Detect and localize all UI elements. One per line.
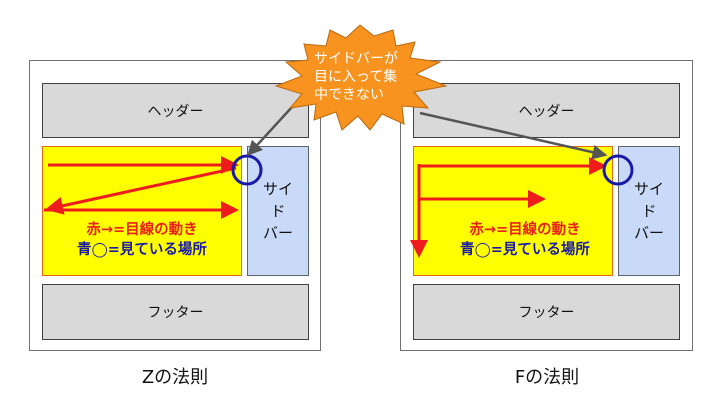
z-footer-block: フッター <box>42 284 309 340</box>
callout-arrow-left <box>247 106 293 156</box>
callout-arrow-right <box>419 111 608 160</box>
z-sidebar-label: サイ ド バー <box>262 180 293 242</box>
z-legend-red: 赤→=目線の動き <box>86 222 198 238</box>
f-eye-path-arrows <box>410 157 607 258</box>
f-legend: 赤→=目線の動き 青◯=見ている場所 <box>425 220 625 260</box>
z-footer-label: フッター <box>147 305 204 321</box>
f-caption: Fの法則 <box>514 367 580 388</box>
f-legend-blue: 青◯=見ている場所 <box>460 242 590 258</box>
z-caption: Zの法則 <box>141 367 209 388</box>
f-header-block: ヘッダー <box>413 83 680 138</box>
z-legend-blue: 青◯=見ている場所 <box>77 242 207 258</box>
z-legend: 赤→=目線の動き 青◯=見ている場所 <box>42 220 242 260</box>
f-main-content-block <box>413 146 613 276</box>
z-eye-path-arrows <box>44 156 239 219</box>
f-footer-block: フッター <box>413 284 680 340</box>
f-focus-circle <box>602 154 634 186</box>
z-sidebar-block: サイ ド バー <box>247 146 309 276</box>
f-sidebar-block: サイ ド バー <box>618 146 680 276</box>
z-focus-circle <box>231 154 263 186</box>
f-footer-label: フッター <box>518 305 575 321</box>
f-sidebar-label: サイ ド バー <box>633 180 664 242</box>
f-legend-red: 赤→=目線の動き <box>469 222 581 238</box>
z-header-block: ヘッダー <box>42 83 309 138</box>
callout-starburst <box>274 24 448 131</box>
callout-text: サイドバーが 目に入って集 中できない <box>314 51 398 103</box>
f-header-label: ヘッダー <box>518 103 575 120</box>
z-header-label: ヘッダー <box>147 103 204 120</box>
